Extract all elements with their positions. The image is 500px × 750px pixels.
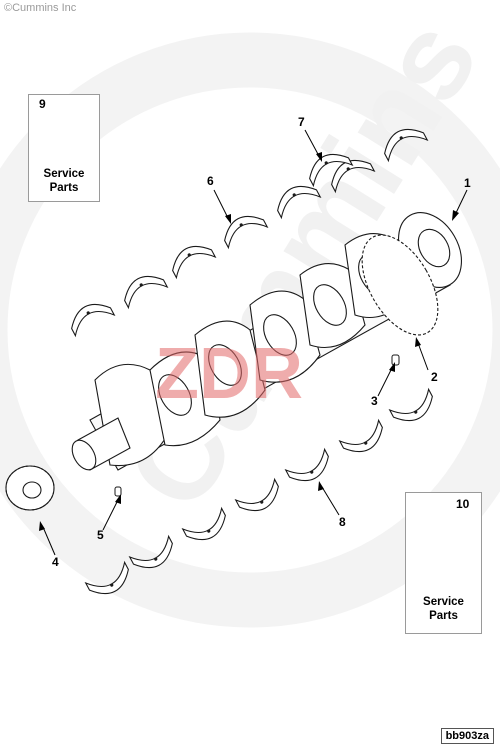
service-label-line1: Service	[43, 168, 85, 180]
callout-2: 2	[431, 370, 438, 384]
callout-6: 6	[207, 174, 214, 188]
service-box-number: 10	[456, 497, 470, 511]
lower-bearing-shell	[338, 418, 383, 453]
zdr-watermark: ZDR	[155, 334, 303, 414]
lower-bearing-shell	[128, 534, 173, 569]
upper-bearing-shell	[71, 303, 116, 338]
callout-5: 5	[97, 528, 104, 542]
svg-text:ZDR: ZDR	[155, 334, 303, 414]
upper-bearing-shell	[172, 245, 217, 280]
service-label-line1: Service	[423, 596, 464, 608]
service-box-number: 9	[39, 97, 46, 111]
upper-bearing-shells	[71, 128, 429, 338]
service-label-line2: Parts	[49, 182, 79, 194]
lower-bearing-shells	[84, 387, 433, 595]
figure-id: bb903za	[440, 728, 494, 744]
upper-bearing-shell	[384, 128, 429, 163]
upper-bearing-shell	[124, 275, 169, 310]
lower-bearing-shell	[234, 477, 279, 512]
upper-bearing-shell	[331, 159, 376, 194]
callout-4: 4	[52, 555, 59, 569]
service-box-10: 10 Service Parts	[405, 492, 482, 634]
lower-bearing-shell	[84, 560, 129, 595]
crankshaft	[71, 212, 462, 471]
service-box-9: 9 Service Parts	[28, 94, 100, 202]
service-label-line2: Parts	[429, 610, 458, 622]
callout-1: 1	[464, 176, 471, 190]
callout-3: 3	[371, 394, 378, 408]
lower-bearing-shell	[181, 506, 226, 541]
upper-bearing-shell	[224, 215, 269, 250]
callout-7: 7	[298, 115, 305, 129]
upper-bearing-shell	[309, 153, 354, 188]
dowel-pins	[114, 354, 400, 497]
callout-8: 8	[339, 515, 346, 529]
lower-bearing-shell	[284, 447, 329, 482]
upper-bearing-shell	[277, 185, 322, 220]
copyright-text: ©Cummins Inc	[4, 2, 77, 14]
lower-bearing-shell	[388, 387, 433, 422]
front-gear	[5, 465, 55, 511]
